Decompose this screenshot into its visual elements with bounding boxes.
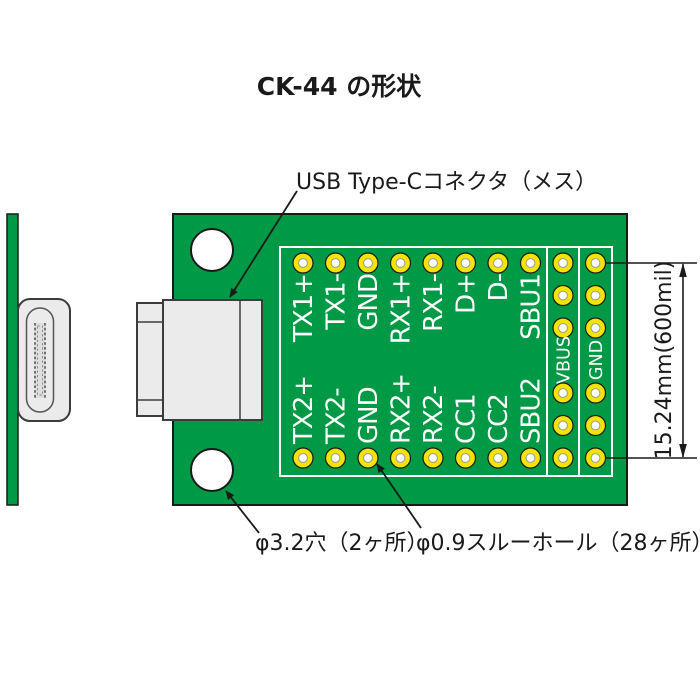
connector-body (162, 299, 263, 421)
pad-hole (330, 258, 341, 268)
pin-label-sbu1: SBU1 (517, 274, 547, 340)
figure-title: CK-44 の形状 (257, 72, 422, 101)
pad-hole (558, 420, 568, 431)
mount-hole-callout: φ3.2穴（2ヶ所） (225, 490, 429, 556)
pad-hole (363, 453, 373, 463)
pin-label-tx2+: TX2+ (289, 376, 319, 445)
connector-callout: USB Type-Cコネクタ（メス） (229, 170, 597, 298)
through-hole-label: φ0.9スルーホール（28ヶ所） (416, 531, 700, 556)
usb-connector-top-view (136, 299, 263, 421)
dim-arrow-down (679, 444, 687, 458)
pin-label-rx1+: RX1+ (387, 274, 417, 344)
side-view (6, 213, 71, 506)
connector-front-flange (136, 302, 164, 417)
mount-hole-leader-line (225, 490, 260, 534)
pin-label-gnd: GND (354, 387, 384, 444)
pad-hole (460, 258, 471, 268)
pin-label-sbu2: SBU2 (517, 378, 547, 444)
pin-label-tx1+: TX1+ (289, 274, 319, 343)
pin-label-cc2: CC2 (484, 394, 514, 444)
pad-hole (493, 453, 503, 463)
pin-label-gnd: GND (587, 340, 607, 380)
pad-hole (330, 453, 341, 463)
pad-hole (558, 388, 568, 398)
pad-hole (525, 258, 536, 268)
pad-hole (590, 290, 601, 301)
pad-hole (558, 258, 568, 268)
mount-hole-label: φ3.2穴（2ヶ所） (255, 531, 429, 556)
mount-hole-top (190, 228, 234, 272)
pin-label-rx2+: RX2+ (387, 374, 417, 444)
pin-label-rx2-: RX2- (419, 386, 449, 444)
dim-arrow-up (679, 263, 687, 277)
pad-hole (525, 453, 536, 463)
mount-hole-bottom (190, 448, 234, 492)
pad-hole (590, 420, 601, 431)
pin-label-tx1-: TX1- (322, 273, 352, 330)
silkscreen (279, 246, 613, 477)
pad-hole (428, 258, 438, 268)
side-view-contact-tongue (34, 323, 46, 398)
dimension-annotation: 15.24mm(600mil) (606, 261, 697, 460)
pad-hole (428, 453, 438, 463)
pad-hole (590, 323, 601, 333)
side-view-pcb-edge (6, 213, 19, 506)
pad-hole (395, 453, 406, 463)
through-hole-leader-line (376, 463, 422, 529)
pin-label-d-: D- (484, 273, 514, 301)
pad-hole (590, 258, 601, 268)
pad-hole (395, 258, 406, 268)
through-hole-callout: φ0.9スルーホール（28ヶ所） (376, 463, 700, 556)
silkscreen-frame (279, 246, 613, 477)
pin-label-cc1: CC1 (452, 394, 482, 444)
connector-leader-line (229, 190, 298, 298)
pin-label-tx2-: TX2- (322, 388, 352, 445)
pin-label-rx1-: RX1- (419, 273, 449, 331)
pin-label-d+: D+ (452, 274, 482, 314)
through-holes (292, 252, 607, 469)
pad-hole (558, 323, 568, 333)
pin-label-gnd: GND (354, 274, 384, 331)
connector-label: USB Type-Cコネクタ（メス） (296, 170, 597, 195)
pad-hole (558, 290, 568, 301)
pad-hole (363, 258, 373, 268)
dimension-label: 15.24mm(600mil) (652, 261, 677, 460)
pad-hole (590, 388, 601, 398)
pad-hole (298, 258, 308, 268)
pad-hole (493, 258, 503, 268)
pad-hole (298, 453, 308, 463)
tongue-contacts (37, 325, 43, 396)
pad-hole (460, 453, 471, 463)
pad-hole (590, 453, 601, 463)
pad-hole (558, 453, 568, 463)
pin-label-vbus: VBUS (555, 336, 575, 384)
